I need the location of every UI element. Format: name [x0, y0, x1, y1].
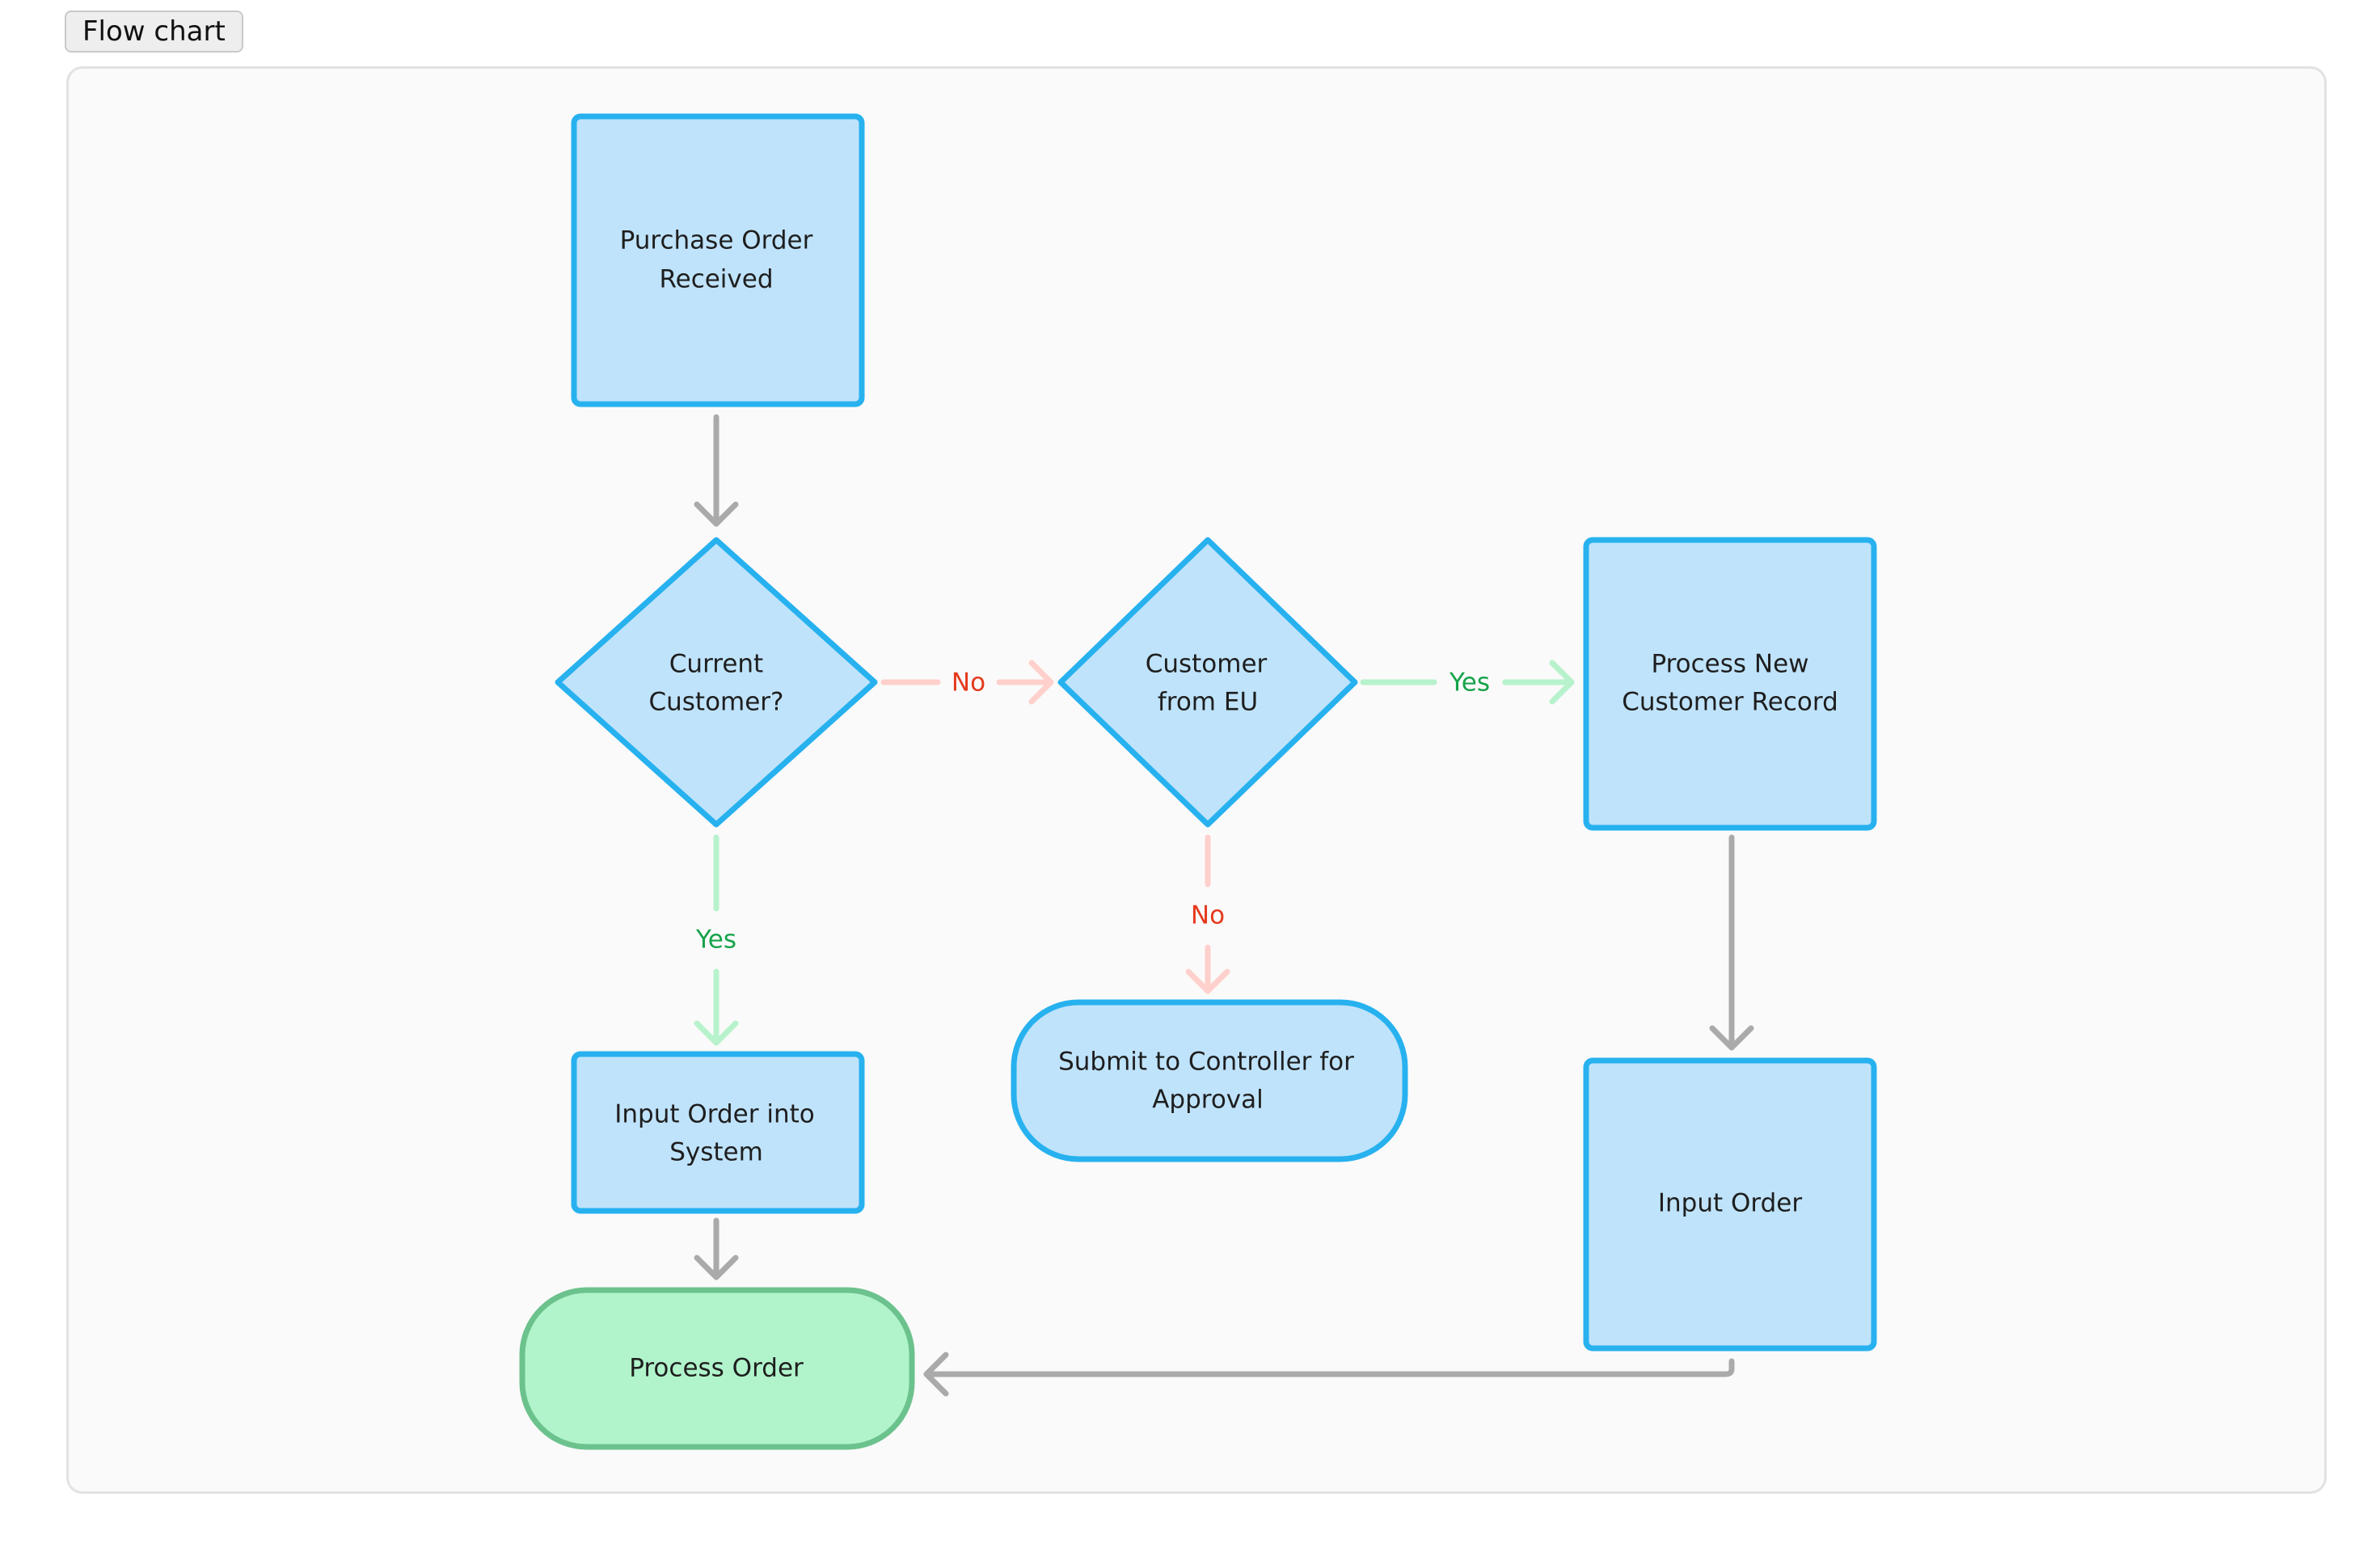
edge-input-order-to-process: [923, 1352, 1735, 1397]
edge-eu-to-new-record: [1360, 660, 1575, 705]
node-label: Received: [659, 265, 773, 294]
node-label: System: [669, 1138, 763, 1167]
node-label: Input Order: [1658, 1189, 1802, 1218]
edge-current-to-eu: [880, 660, 1054, 705]
node-label: Process Order: [629, 1354, 804, 1383]
node-customer-from-eu-decision[interactable]: Customer from EU: [1057, 537, 1358, 828]
edge-purchase-to-current: [694, 414, 739, 527]
node-label: Process New: [1651, 650, 1808, 679]
edge-new-record-to-input-order: [1709, 834, 1754, 1051]
node-current-customer-decision[interactable]: Current Customer?: [555, 537, 878, 828]
edge-input-system-to-process: [694, 1217, 739, 1280]
edge-current-to-input-system: [694, 834, 739, 1046]
node-process-order[interactable]: Process Order: [519, 1287, 915, 1450]
node-label: Submit to Controller for: [1058, 1048, 1354, 1077]
edge-label-yes-2: Yes: [695, 926, 736, 955]
node-process-new-customer-record[interactable]: Process New Customer Record: [1583, 537, 1877, 831]
edge-label-no-2: No: [1191, 901, 1225, 930]
node-input-order[interactable]: Input Order: [1583, 1057, 1877, 1352]
node-label: Purchase Order: [620, 226, 813, 255]
edge-eu-to-submit: [1185, 834, 1230, 994]
edge-label-no-1: No: [952, 668, 985, 698]
edge-label-yes-1: Yes: [1449, 668, 1490, 698]
node-submit-to-controller[interactable]: Submit to Controller for Approval: [1011, 999, 1408, 1162]
node-label: Customer Record: [1622, 688, 1838, 717]
node-label: Input Order into: [614, 1100, 814, 1129]
node-label: Approval: [1152, 1086, 1264, 1115]
node-label: from EU: [1158, 688, 1258, 717]
node-purchase-order-received[interactable]: Purchase Order Received: [571, 113, 865, 407]
node-label: Customer?: [648, 688, 783, 717]
node-input-order-into-system[interactable]: Input Order into System: [571, 1051, 865, 1214]
node-label: Customer: [1146, 650, 1268, 679]
flow-chart-tab[interactable]: Flow chart: [65, 11, 243, 53]
node-label: Current: [669, 650, 763, 679]
